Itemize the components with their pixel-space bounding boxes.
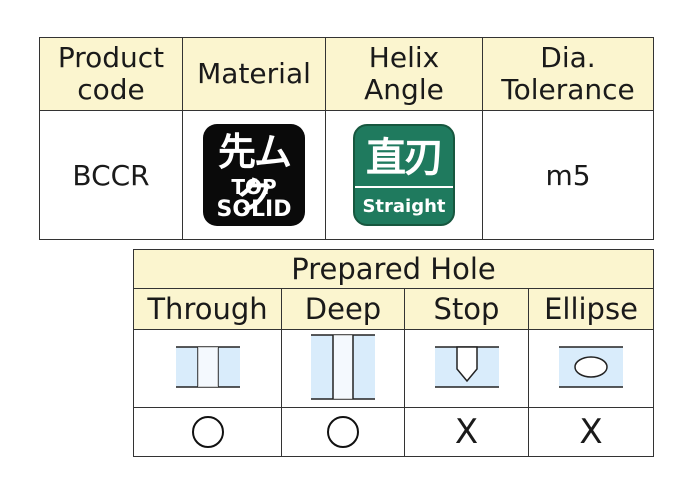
header-product-code: Product code <box>39 37 183 111</box>
hole-mark-row: ○ ○ X X <box>133 407 654 457</box>
header-material: Material <box>182 37 326 111</box>
through-hole-icon <box>175 345 240 388</box>
ellipse-hole-icon <box>559 345 623 388</box>
hole-type-through: Through <box>133 288 282 330</box>
header-dia-tolerance: Dia. Tolerance <box>482 37 654 111</box>
spec-body-row: BCCR 先ムク TOP SOLID 直刃 Straight m5 <box>39 110 654 240</box>
badge-kanji: 直刃 <box>366 135 444 181</box>
hole-title-row: Prepared Hole <box>133 249 654 289</box>
deep-diagram-cell <box>281 329 405 408</box>
deep-mark: ○ <box>281 407 405 457</box>
dia-tolerance-value: m5 <box>482 110 654 240</box>
hole-diagram-row <box>133 329 654 408</box>
prepared-hole-title: Prepared Hole <box>133 249 654 289</box>
hole-type-ellipse: Ellipse <box>528 288 654 330</box>
spec-table: Product code Material Helix Angle Dia. T… <box>39 37 654 240</box>
helix-angle-cell: 直刃 Straight <box>325 110 483 240</box>
material-cell: 先ムク TOP SOLID <box>182 110 326 240</box>
stop-diagram-cell <box>404 329 529 408</box>
stop-mark: X <box>404 407 529 457</box>
badge-line1: Straight <box>362 196 446 217</box>
hole-type-deep: Deep <box>281 288 405 330</box>
spec-header-row: Product code Material Helix Angle Dia. T… <box>39 37 654 111</box>
stop-hole-icon <box>434 345 499 388</box>
badge-divider <box>355 186 453 188</box>
badge-kanji: 先ムク <box>217 130 292 218</box>
header-helix-angle: Helix Angle <box>325 37 483 111</box>
hole-type-row: Through Deep Stop Ellipse <box>133 288 654 330</box>
prepared-hole-table: Prepared Hole Through Deep Stop Ellipse <box>133 249 654 457</box>
product-code-value: BCCR <box>39 110 183 240</box>
circle-mark-icon <box>327 416 359 448</box>
deep-hole-icon <box>311 333 375 400</box>
badge-line2: SOLID <box>216 197 292 222</box>
through-diagram-cell <box>133 329 282 408</box>
badge-line1: TOP <box>231 175 277 199</box>
ellipse-diagram-cell <box>528 329 654 408</box>
top-solid-badge-icon: 先ムク TOP SOLID <box>203 124 305 226</box>
through-mark: ○ <box>133 407 282 457</box>
straight-badge-icon: 直刃 Straight <box>353 124 455 226</box>
ellipse-mark: X <box>528 407 654 457</box>
circle-mark-icon <box>191 416 224 448</box>
hole-type-stop: Stop <box>404 288 529 330</box>
